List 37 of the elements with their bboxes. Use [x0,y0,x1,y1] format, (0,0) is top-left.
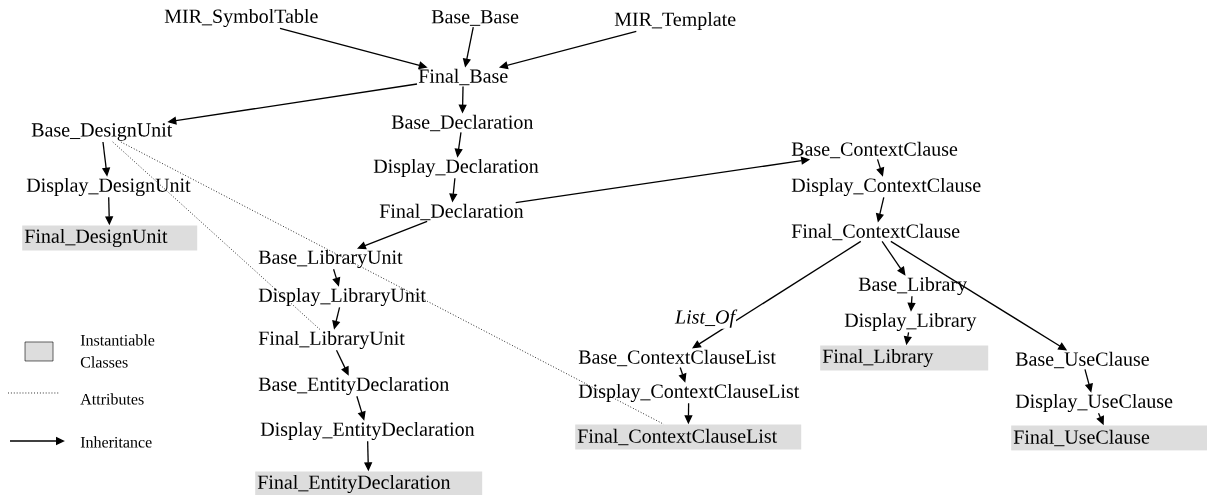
attribute-line [120,141,665,425]
class-name: Final_Declaration [379,203,524,221]
class-name: Final_LibraryUnit [258,330,405,350]
class-name: Base_UseClause [1015,351,1149,369]
class-name: Final_Base [418,68,508,86]
class-name: Base_Base [431,10,519,26]
class-name: Display_LibraryUnit [258,287,426,307]
class-name: Display_Declaration [373,158,539,178]
legend-label: Attributes [80,393,144,405]
class-name: MIR_SymbolTable [164,8,318,28]
instantiable-class-box: Final_UseClause [1011,425,1207,451]
instantiable-class-box: Final_Library [820,345,989,371]
class-name: Base_LibraryUnit [258,249,403,269]
class-name: Display_ContextClause [791,177,981,197]
inheritance-arrow [357,220,428,250]
class-name: Final_ContextClause [791,223,960,241]
class-name: Base_Library [858,276,967,296]
legend-label: Inheritance [80,436,152,448]
class-name: Display_ContextClauseList [578,383,800,403]
class-name: Display_UseClause [1015,393,1173,413]
class-name: Base_Declaration [391,114,534,132]
attribute-line [112,141,321,331]
class-name: Display_Library [844,312,977,332]
instantiable-class-box: Final_ContextClauseList [575,424,802,450]
legend-label: Instantiable Classes [80,334,155,368]
class-name: Base_ContextClauseList [578,349,776,367]
class-name: MIR_Template [614,11,736,31]
instantiable-class-box: Final_EntityDeclaration [255,471,483,495]
class-name: Display_DesignUnit [26,177,191,197]
edge-label: List_Of [674,308,738,329]
inheritance-arrow [881,240,906,276]
class-name: Base_ContextClause [791,141,958,159]
class-name: Base_EntityDeclaration [258,376,449,396]
class-name: Display_EntityDeclaration [260,421,475,441]
inheritance-arrow [692,240,862,349]
class-name: Base_DesignUnit [31,123,173,141]
instantiable-class-box: Final_DesignUnit [22,225,198,251]
